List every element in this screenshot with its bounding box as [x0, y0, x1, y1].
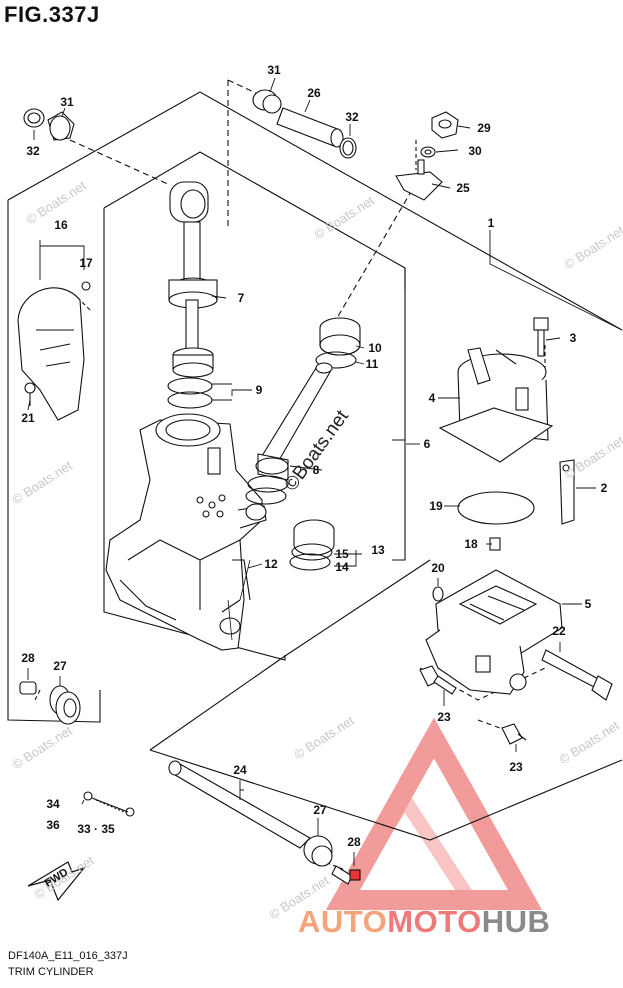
part-label-21: 21	[21, 411, 35, 425]
part-label-30: 30	[468, 144, 482, 158]
figure-title: FIG.337J	[4, 2, 100, 27]
part-label-1: 1	[487, 216, 495, 230]
part-label-10: 10	[368, 341, 382, 355]
part-label-11: 11	[365, 357, 379, 371]
shaft-24	[168, 760, 311, 849]
nut-29-washer-30-bracket-25	[395, 111, 459, 201]
part-label-7: 7	[237, 291, 245, 305]
part-label-20: 20	[431, 561, 445, 575]
part-label-28: 28	[21, 651, 35, 665]
bolt-3	[533, 317, 549, 357]
bushing-31-left	[23, 108, 75, 141]
bolt-22	[541, 649, 613, 701]
part-label-29: 29	[477, 121, 491, 135]
brand-part-auto: AUTO	[298, 904, 388, 939]
part-label-2: 2	[600, 481, 608, 495]
part-label-33-35: 33 · 35	[77, 822, 115, 836]
part-label-17: 17	[79, 256, 93, 270]
part-label-28: 28	[347, 835, 361, 849]
cover-16	[17, 281, 91, 421]
ground-wire-34	[83, 791, 135, 817]
part-label-22: 22	[552, 624, 566, 638]
part-label-9: 9	[255, 383, 263, 397]
motor-4	[438, 347, 554, 463]
part-label-26: 26	[307, 86, 321, 100]
part-label-27: 27	[313, 803, 327, 817]
part-label-19: 19	[429, 499, 443, 513]
part-label-8: 8	[312, 463, 320, 477]
part-label-23: 23	[509, 760, 523, 774]
tube-12	[232, 559, 251, 601]
part-label-16: 16	[54, 218, 68, 232]
tilt-rod-10	[245, 317, 361, 505]
leader-lines	[27, 77, 623, 866]
figure-code: DF140A_E11_016_337J	[8, 950, 128, 962]
part-label-15: 15	[335, 547, 349, 561]
part-label-23: 23	[437, 710, 451, 724]
piston-seals-13-15-14	[289, 519, 335, 571]
brand-part-moto: MOTO	[387, 904, 482, 939]
part-label-25: 25	[456, 181, 470, 195]
part-label-18: 18	[464, 537, 478, 551]
part-label-36: 36	[46, 818, 60, 832]
pin-26-group	[252, 89, 357, 159]
brand-part-hub: HUB	[481, 904, 551, 939]
part-label-27: 27	[53, 659, 67, 673]
bushing-27-bolt-28-left	[19, 681, 81, 725]
part-label-31: 31	[267, 63, 281, 77]
part-label-32: 32	[26, 144, 40, 158]
cylinder-body-6	[105, 413, 267, 651]
bushing-27-bolt-28-right	[303, 835, 361, 885]
bracket-2	[559, 459, 575, 525]
part-label-14: 14	[335, 560, 349, 574]
part-label-24: 24	[233, 763, 247, 777]
part-label-31: 31	[60, 95, 74, 109]
figure-caption: TRIM CYLINDER	[8, 966, 94, 978]
fwd-arrow	[27, 861, 86, 902]
part-label-13: 13	[371, 543, 385, 557]
part-label-5: 5	[584, 597, 592, 611]
part-label-12: 12	[264, 557, 278, 571]
brand-triangle-logo	[325, 717, 543, 910]
assembly-frame-outer	[7, 91, 623, 331]
part-label-4: 4	[428, 391, 436, 405]
pump-5	[425, 569, 563, 695]
brand-wordmark: AUTOMOTOHUB	[298, 904, 550, 940]
part-label-6: 6	[423, 437, 431, 451]
part-label-3: 3	[569, 331, 577, 345]
oring-19	[432, 491, 535, 602]
trim-rod-7	[167, 181, 218, 409]
part-label-32: 32	[345, 110, 359, 124]
part-label-34: 34	[46, 797, 60, 811]
bolt-23	[419, 665, 527, 745]
